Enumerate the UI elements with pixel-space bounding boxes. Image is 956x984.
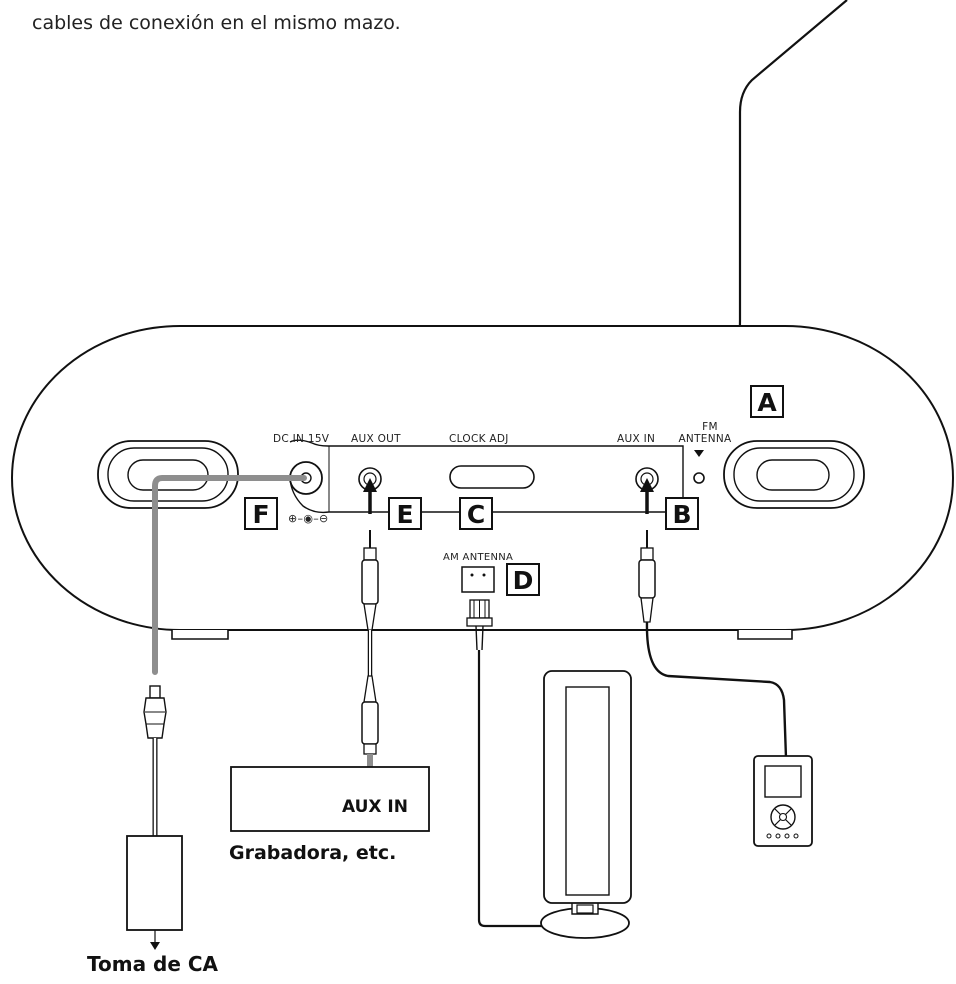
panel-outline [289, 439, 684, 514]
callout-c: C [459, 497, 493, 530]
callout-e: E [388, 497, 422, 530]
aux-in-cable [638, 530, 788, 759]
recorder-box [230, 766, 430, 832]
clock-adj-label: CLOCK ADJ [449, 433, 509, 445]
aux-out-cable [361, 530, 379, 766]
callout-b: B [665, 497, 699, 530]
svg-text:B: B [672, 500, 691, 529]
am-loop-antenna [540, 670, 632, 939]
aux-out-arrow [363, 478, 377, 514]
svg-text:F: F [252, 500, 269, 529]
fm-label-1: FM [702, 421, 718, 433]
right-speaker-port [723, 440, 865, 509]
power-adapter [126, 685, 183, 944]
right-foot [737, 630, 793, 640]
outlet-caption: Toma de CA [87, 952, 219, 976]
aux-in-label: AUX IN [617, 433, 655, 445]
am-antenna-label: AM ANTENNA [443, 552, 513, 563]
left-foot [171, 630, 229, 640]
intro-text: cables de conexión en el mismo mazo. [32, 12, 401, 34]
left-speaker-port [97, 440, 239, 509]
fm-triangle-marker [694, 450, 704, 457]
recorder-aux-in-label: AUX IN [342, 797, 408, 817]
am-antenna-wire [477, 650, 544, 928]
svg-text:D: D [513, 566, 534, 595]
aux-in-arrow [640, 478, 654, 514]
fm-label-2: ANTENNA [678, 433, 732, 445]
power-cable [152, 475, 307, 675]
fm-antenna-terminal [693, 472, 705, 484]
svg-text:E: E [396, 500, 413, 529]
callout-a: A [750, 385, 784, 418]
aux-out-label: AUX OUT [351, 433, 401, 445]
svg-text:A: A [757, 388, 777, 417]
callout-f: F [244, 497, 278, 530]
ac-arrow-icon [150, 942, 160, 950]
callout-d: D [506, 563, 540, 596]
portable-player-icon [753, 755, 813, 847]
svg-text:C: C [467, 500, 485, 529]
am-antenna-connector [461, 566, 495, 651]
polarity-symbol: ⊕–◉–⊖ [288, 512, 329, 525]
clock-adj-slot [449, 465, 535, 489]
dc-in-label: DC IN 15V [273, 433, 330, 445]
recorder-caption: Grabadora, etc. [229, 842, 397, 864]
